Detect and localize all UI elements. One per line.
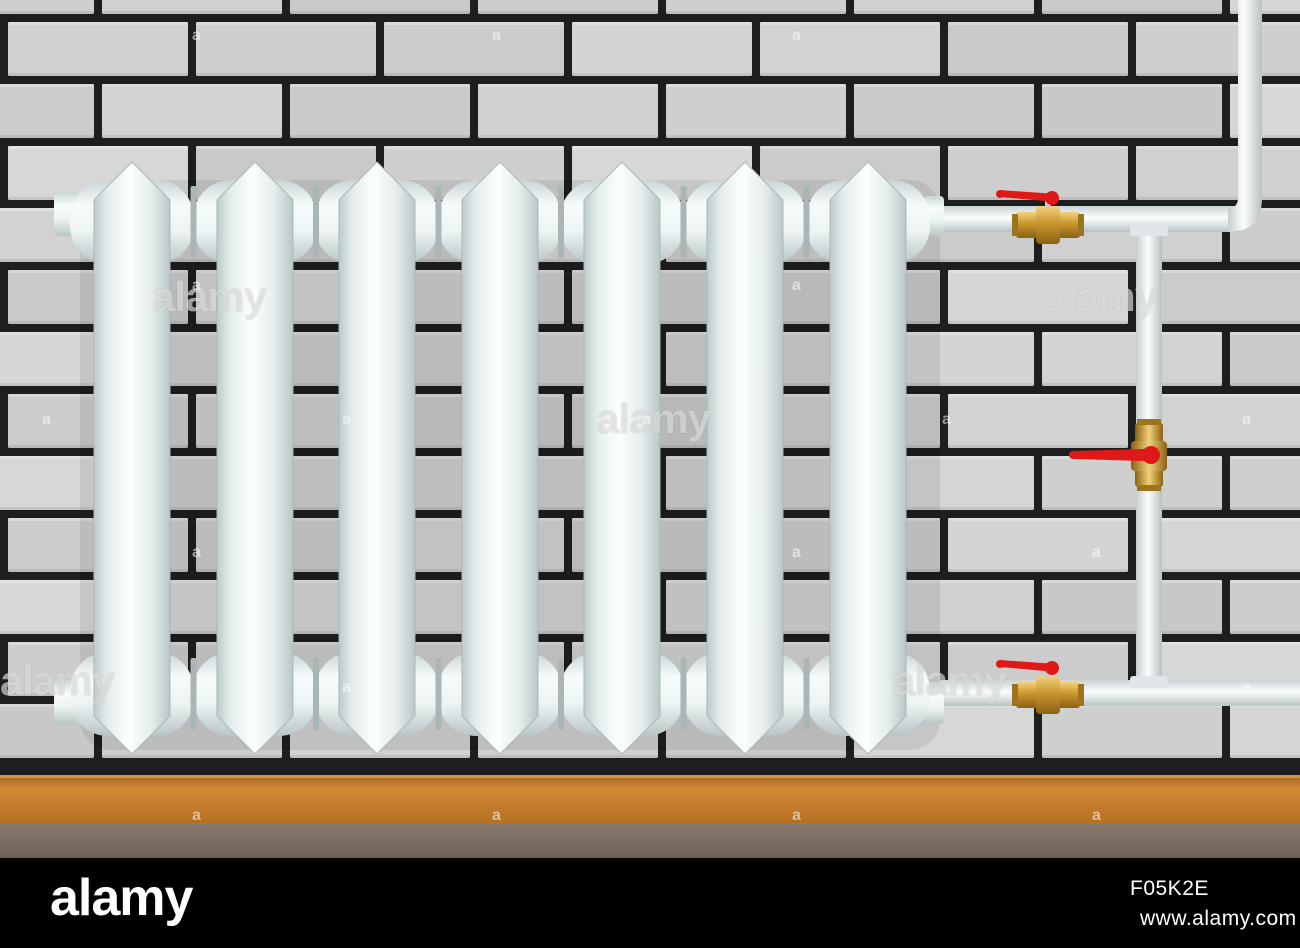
- baseboard: [0, 775, 1300, 823]
- floor: [0, 823, 1300, 858]
- radiator-scene: [0, 0, 1300, 858]
- footer-bar: alamy F05K2E www.alamy.com: [0, 858, 1300, 948]
- image-id: F05K2E: [1130, 877, 1209, 900]
- valves: [996, 190, 1167, 714]
- radiator: [54, 161, 944, 755]
- radiator-illustration: [0, 0, 1300, 858]
- alamy-logo: alamy: [50, 869, 193, 927]
- site-url: www.alamy.com: [1140, 907, 1297, 930]
